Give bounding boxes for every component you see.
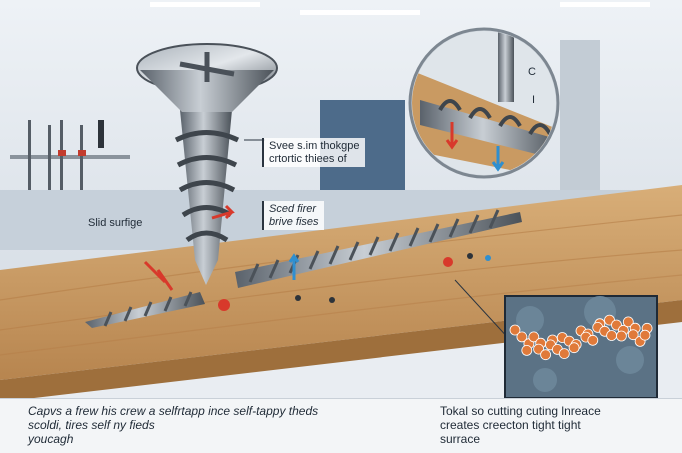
surface-label: Slid surfige: [88, 217, 143, 229]
fiber-callout-line1: Sced firer: [269, 203, 317, 215]
caption-bar: [0, 398, 682, 453]
red-arrow-icon: [143, 260, 174, 291]
thread-callout-line1: Svee s.im thokgpe: [269, 140, 360, 152]
particle: [533, 343, 544, 355]
upright-screw: [136, 43, 278, 285]
wood-grain: [0, 249, 682, 331]
caption-left-line3: youcagh: [28, 431, 74, 446]
caption-left-line1: Capvs a frew his crew a selfrtapp ince s…: [28, 404, 319, 418]
steel-particle: [295, 295, 301, 301]
particle: [606, 330, 617, 341]
thread-callout: Svee s.im thokgpe crtortic thiees of: [262, 138, 365, 168]
wood-grain: [0, 274, 682, 356]
particle: [616, 330, 627, 342]
caption-right: Tokal so cutting cuting lnreace creates …: [440, 404, 601, 446]
tool-rack: [10, 120, 130, 190]
particle: [622, 316, 634, 328]
particle: [627, 329, 639, 341]
inset-mark-c: C: [528, 66, 536, 78]
steel-particle: [329, 297, 335, 303]
caption-right-line3: surrace: [440, 431, 481, 446]
particle: [521, 344, 533, 356]
steel-particle: [467, 253, 473, 259]
thread-callout-line2: crtortic thiees of: [269, 152, 347, 165]
ceiling-light: [300, 10, 420, 15]
caption-left: Capvs a frew his crew a selfrtapp ince s…: [28, 404, 319, 446]
fiber-callout-line2: brive fises: [269, 215, 319, 228]
fiber-callout: Sced firer brive fises: [262, 201, 324, 231]
particle: [509, 324, 521, 336]
particle: [587, 334, 599, 346]
entering-screw: [85, 291, 205, 328]
blue-arrow-icon: [288, 253, 300, 280]
particle: [639, 329, 651, 341]
particle: [516, 331, 528, 343]
inset-mark-i: I: [532, 94, 536, 106]
wood-chip: [218, 299, 230, 311]
callout-leader: [454, 279, 511, 341]
particle: [528, 331, 540, 343]
particle: [558, 348, 570, 360]
particle-cluster: [509, 314, 653, 361]
caption-left-line2: scoldi, tires self ny fieds: [28, 417, 155, 432]
particle: [568, 342, 580, 354]
wall-cabinet: [560, 40, 600, 190]
red-arrow-icon: [211, 204, 235, 220]
caption-right-line1: Tokal so cutting cuting lnreace: [440, 404, 601, 418]
steel-particle: [485, 255, 491, 261]
wood-chip: [443, 257, 453, 267]
ceiling-light: [560, 2, 650, 7]
particle: [540, 349, 551, 361]
caption-right-line2: creates creecton tight tight: [440, 417, 581, 432]
lying-screw: [235, 209, 522, 288]
magnified-thread-inset: [408, 27, 560, 179]
blue-arrow-icon: [491, 146, 505, 172]
red-arrow-icon: [445, 122, 459, 150]
ceiling-light: [150, 2, 260, 7]
